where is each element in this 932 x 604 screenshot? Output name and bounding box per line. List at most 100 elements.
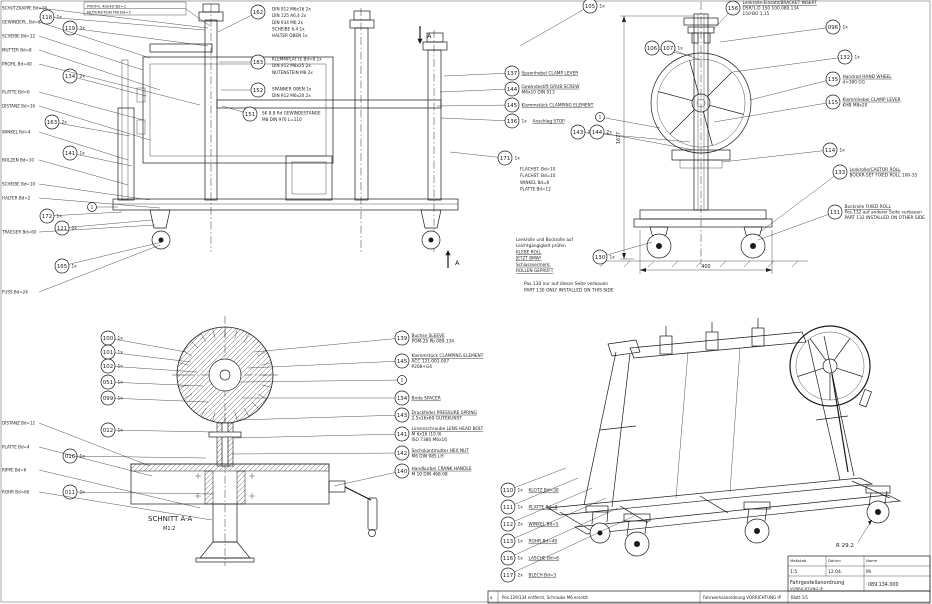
svg-text:KLEBE ROLL: KLEBE ROLL	[516, 249, 542, 254]
svg-text:114: 114	[825, 148, 836, 154]
svg-text:GEWINDEPL. Bd=8: GEWINDEPL. Bd=8	[2, 20, 41, 25]
svg-text:Druckfeder PRESSURE SPRING: Druckfeder PRESSURE SPRING	[412, 410, 477, 416]
corner-row-1: PROFIL 40x40 Bd=1	[87, 3, 127, 8]
svg-text:2x: 2x	[80, 26, 86, 32]
svg-text:WINKEL Bd=5: WINKEL Bd=5	[529, 522, 559, 528]
balloon-151: 151	[221, 105, 258, 122]
svg-text:111: 111	[503, 505, 513, 511]
svg-text:113: 113	[503, 539, 513, 545]
svg-text:SCHEIBE 6,4 1x: SCHEIBE 6,4 1x	[272, 26, 305, 31]
svg-text:110: 110	[503, 488, 514, 494]
left-part-label: GEWINDEPL. Bd=8	[2, 20, 151, 59]
svg-text:1x: 1x	[118, 336, 124, 342]
tb-title-line2: VORRICHTUNG IP	[790, 586, 824, 591]
balloon-114: 114 1x	[721, 142, 846, 163]
svg-text:Lenkrolle und Bockrolle auf: Lenkrolle und Bockrolle auf	[516, 237, 573, 242]
tb-name-value: Mi	[866, 569, 871, 575]
svg-text:2x: 2x	[518, 522, 524, 528]
svg-text:107: 107	[663, 46, 673, 52]
svg-text:1x: 1x	[840, 148, 846, 154]
svg-text:SPANNER OBEN 1x: SPANNER OBEN 1x	[272, 87, 312, 92]
svg-text:WINKEL Bd=6: WINKEL Bd=6	[520, 180, 550, 185]
svg-text:141: 141	[397, 432, 407, 438]
svg-text:PART 130 ONLY INSTALLED ON THI: PART 130 ONLY INSTALLED ON THIS SIDE	[524, 288, 614, 294]
svg-text:1: 1	[599, 115, 602, 121]
svg-text:142: 142	[397, 451, 407, 457]
left-part-label: MUTTER Bd=8	[2, 48, 161, 91]
svg-text:2x: 2x	[80, 74, 86, 80]
svg-text:1x: 1x	[118, 396, 124, 402]
svg-text:144: 144	[592, 130, 603, 136]
svg-text:105: 105	[585, 4, 595, 10]
svg-text:1: 1	[401, 378, 404, 384]
svg-text:118: 118	[42, 15, 53, 21]
section-mark-a-top: A	[427, 32, 432, 40]
svg-text:151: 151	[245, 112, 255, 118]
svg-text:1x: 1x	[72, 264, 78, 270]
svg-text:143: 143	[397, 413, 407, 419]
svg-text:DIN 912 M6x16 2x: DIN 912 M6x16 2x	[272, 7, 311, 12]
svg-text:1x: 1x	[80, 151, 86, 157]
left-part-label: SCHEIBE Bd=12	[2, 34, 144, 71]
section-view-caption: SCHNITT A-A M1:2	[148, 515, 193, 532]
dim-base-width: 400	[701, 264, 710, 270]
left-part-label: BOLZEN Bd=10	[2, 158, 129, 186]
svg-text:BOLZEN Bd=10: BOLZEN Bd=10	[2, 158, 34, 163]
svg-text:145: 145	[397, 359, 407, 365]
svg-text:DIN 912 M8x25 2x: DIN 912 M8x25 2x	[272, 63, 311, 68]
tb-name-label: Name	[866, 558, 878, 563]
svg-text:PART 132 INSTALLED ON OTHER SI: PART 132 INSTALLED ON OTHER SIDE	[845, 215, 926, 221]
svg-text:016: 016	[65, 454, 76, 460]
svg-text:156: 156	[728, 6, 739, 12]
svg-text:DIN 934 M6 2x: DIN 934 M6 2x	[272, 20, 304, 25]
svg-text:PLATTE Bd=6: PLATTE Bd=6	[2, 90, 30, 95]
svg-text:1x: 1x	[522, 119, 528, 125]
svg-text:1x: 1x	[118, 350, 124, 356]
svg-text:133: 133	[835, 170, 845, 176]
title-block: Maßstab 1:5 Datum 12.04. Name Mi Fahrges…	[787, 555, 931, 592]
balloon-1: 1	[595, 112, 661, 129]
svg-text:Spannhebel CLAMP LEVER: Spannhebel CLAMP LEVER	[522, 71, 579, 77]
balloon-162: 162	[217, 4, 266, 33]
svg-text:Pos.132 auf anderer Seite verb: Pos.132 auf anderer Seite verbauen	[845, 210, 923, 216]
svg-text:117: 117	[503, 573, 513, 579]
left-part-label: ROHR Bd=60	[2, 490, 213, 521]
left-part-label: SCHEIBE Bd=10	[2, 182, 151, 201]
svg-text:152: 152	[253, 88, 263, 94]
revision-strip: a Pos.129/134 entfernt, Schraube M6 erse…	[487, 590, 931, 604]
svg-text:Bockrolle FIXED ROLL: Bockrolle FIXED ROLL	[845, 204, 892, 210]
rev-index: a	[490, 595, 493, 600]
left-part-label: RIPPE Bd=6	[2, 468, 201, 509]
svg-text:Handkurbel CRANK HANDLE: Handkurbel CRANK HANDLE	[412, 466, 472, 472]
svg-text:139: 139	[397, 336, 408, 342]
side-view-dimensions: 400 1677	[616, 15, 773, 274]
balloon-143: 1432x	[570, 124, 691, 143]
svg-text:011: 011	[65, 490, 75, 496]
section-mark-a-bottom: A	[455, 259, 460, 267]
svg-text:SCHEIBE Bd=10: SCHEIBE Bd=10	[2, 182, 35, 187]
front-view-geometry	[112, 3, 459, 252]
svg-text:BOCKR-SET FIXED ROLL 100-35: BOCKR-SET FIXED ROLL 100-35	[850, 172, 918, 178]
svg-text:DISTANZ Bd=16: DISTANZ Bd=16	[2, 104, 36, 109]
rev-sheet: Blatt 1/1	[791, 595, 809, 600]
tb-scale-label: Maßstab	[790, 558, 807, 563]
svg-text:WINKEL Bd=4: WINKEL Bd=4	[2, 130, 31, 135]
svg-text:2,5x16x60 GUTEKUNST: 2,5x16x60 GUTEKUNST	[412, 415, 463, 421]
